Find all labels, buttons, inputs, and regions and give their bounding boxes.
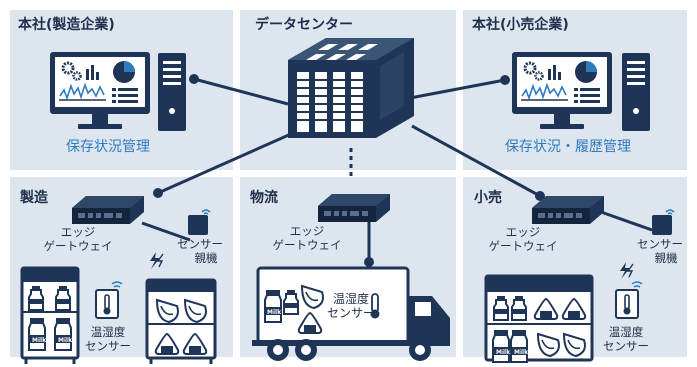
retail-sensor-hub-label: センサー 親機 [637, 237, 683, 265]
logistics-thermometer-icon [370, 293, 380, 319]
hq-retail-title: 本社(小売企業) [472, 17, 569, 33]
milk-label: Milk [267, 309, 282, 316]
line-endpoints [153, 74, 545, 267]
retail-gateway-label: エッジ ゲートウェイ [488, 225, 558, 253]
hq-manufacturing-caption: 保存状況管理 [66, 139, 150, 155]
manufacturing-sensor-hub-icon [187, 209, 211, 236]
logistics-truck-icon [252, 266, 450, 361]
logistics-gateway-icon [318, 194, 390, 222]
logistics-title: 物流 [250, 190, 278, 206]
manufacturing-fridge-left-icon [20, 266, 80, 364]
datacenter-servers-icon [288, 38, 414, 138]
retail-temp-sensor-label: 温湿度 センサー [603, 325, 649, 353]
manufacturing-thermometer-icon [95, 281, 123, 319]
hq-retail-caption: 保存状況・履歴管理 [505, 139, 631, 155]
datacenter-title: データセンター [255, 17, 353, 33]
manufacturing-wireless-bolt-icon [149, 251, 164, 270]
manufacturing-title: 製造 [20, 190, 48, 206]
hq-manufacturing-pc-tower-icon [158, 53, 186, 131]
retail-title: 小売 [474, 190, 502, 206]
retail-showcase-icon [484, 274, 594, 363]
milk-label: Milk [496, 349, 511, 356]
logistics-gateway-label: エッジ ゲートウェイ [272, 224, 342, 252]
hq-retail-pc-tower-icon [622, 53, 650, 131]
hq-manufacturing-title: 本社(製造企業) [18, 17, 115, 33]
retail-sensor-hub-icon [651, 209, 675, 236]
milk-label: Milk [32, 337, 47, 344]
manufacturing-gateway-label: エッジ ゲートウェイ [43, 225, 113, 253]
retail-gateway-icon [532, 196, 604, 224]
milk-label: Milk [58, 337, 73, 344]
manufacturing-temp-sensor-label: 温湿度 センサー [85, 325, 131, 353]
hq-retail-monitor-icon [510, 50, 614, 131]
hq-manufacturing-monitor-icon [48, 50, 152, 131]
retail-thermometer-icon [615, 281, 643, 319]
manufacturing-sensor-hub-label: センサー 親機 [177, 237, 223, 265]
manufacturing-fridge-right-icon [145, 278, 217, 364]
manufacturing-gateway-icon [72, 196, 144, 224]
logistics-temp-sensor-label: 温湿度 センサー [326, 292, 375, 320]
milk-label: Milk [514, 349, 529, 356]
connection-lines [141, 77, 653, 262]
